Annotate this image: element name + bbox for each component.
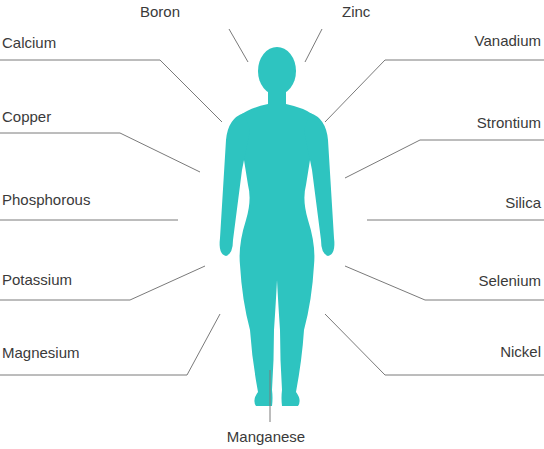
mineral-label: Silica [505,194,541,212]
mineral-label: Strontium [477,114,541,132]
human-silhouette [220,47,335,406]
mineral-label: Copper [2,108,51,126]
mineral-label: Manganese [227,428,305,446]
mineral-label: Phosphorous [2,191,90,209]
mineral-label: Calcium [2,34,56,52]
mineral-label: Potassium [2,271,72,289]
mineral-label: Nickel [500,343,541,361]
mineral-label: Magnesium [2,344,80,362]
mineral-label: Vanadium [475,32,541,50]
leader-lines [0,29,544,422]
mineral-label: Boron [140,3,180,21]
mineral-label: Selenium [478,272,541,290]
mineral-label: Zinc [342,3,370,21]
